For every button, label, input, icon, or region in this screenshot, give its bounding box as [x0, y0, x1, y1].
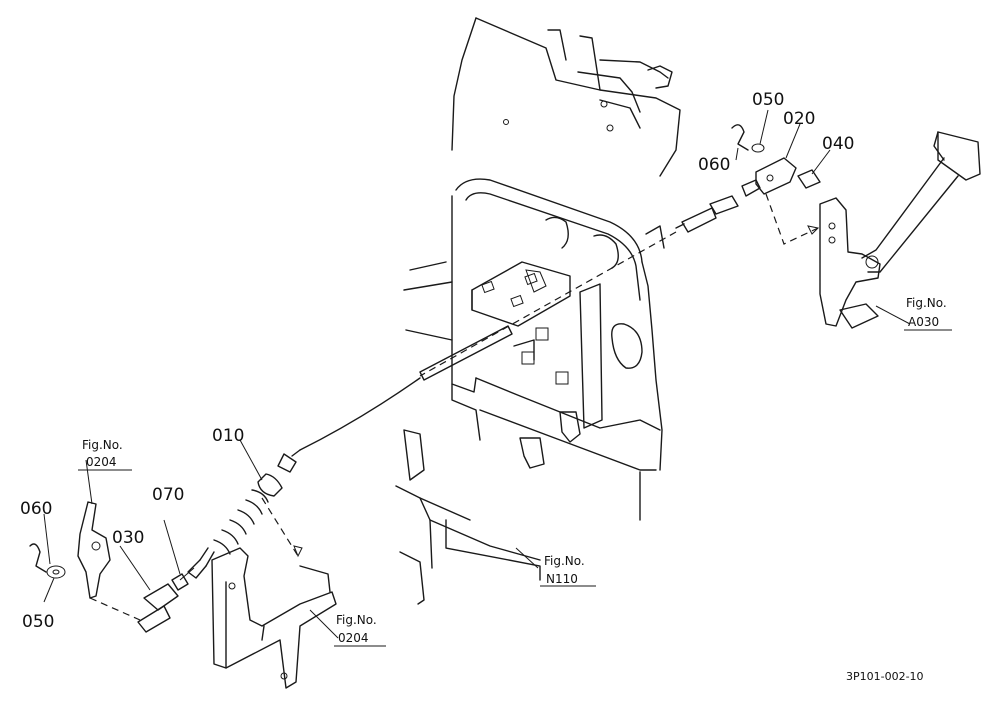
- part-label-070: 070: [152, 485, 184, 505]
- fig-ref-0204-left-line2: 0204: [86, 455, 117, 469]
- lower-lever: [29, 501, 189, 633]
- part-label-020: 020: [783, 109, 815, 129]
- part-label-060-bottom: 060: [20, 499, 52, 519]
- clutch-cable: [179, 193, 820, 581]
- cable-clevis: [675, 124, 821, 233]
- fig-ref-0204-left-line1: Fig.No.: [82, 438, 123, 452]
- part-label-060-top: 060: [698, 155, 730, 175]
- drawing-code: 3P101-002-10: [846, 670, 924, 683]
- fig-ref-a030-line1: Fig.No.: [906, 296, 947, 310]
- fig-ref-a030-line2: A030: [908, 315, 939, 329]
- part-label-040: 040: [822, 134, 854, 154]
- fig-ref-0204-left: Fig.No. 0204: [82, 438, 123, 469]
- part-label-010: 010: [212, 426, 244, 446]
- clutch-pedal: [819, 131, 981, 329]
- fig-ref-0204-bottom-line1: Fig.No.: [336, 613, 377, 627]
- fig-ref-a030: Fig.No. A030: [906, 296, 947, 329]
- fig-ref-n110-line1: Fig.No.: [544, 554, 585, 568]
- leader-lines: [43, 109, 952, 647]
- part-label-050-bottom: 050: [22, 612, 54, 632]
- tractor-frame: [395, 17, 681, 605]
- part-label-030: 030: [112, 528, 144, 548]
- fig-ref-0204-bottom-line2: 0204: [338, 631, 369, 645]
- lower-bracket: [211, 547, 337, 689]
- fig-ref-n110-line2: N110: [546, 572, 578, 586]
- fig-ref-n110: Fig.No. N110: [544, 554, 585, 586]
- part-label-050-top: 050: [752, 90, 784, 110]
- fig-ref-0204-bottom: Fig.No. 0204: [336, 613, 377, 645]
